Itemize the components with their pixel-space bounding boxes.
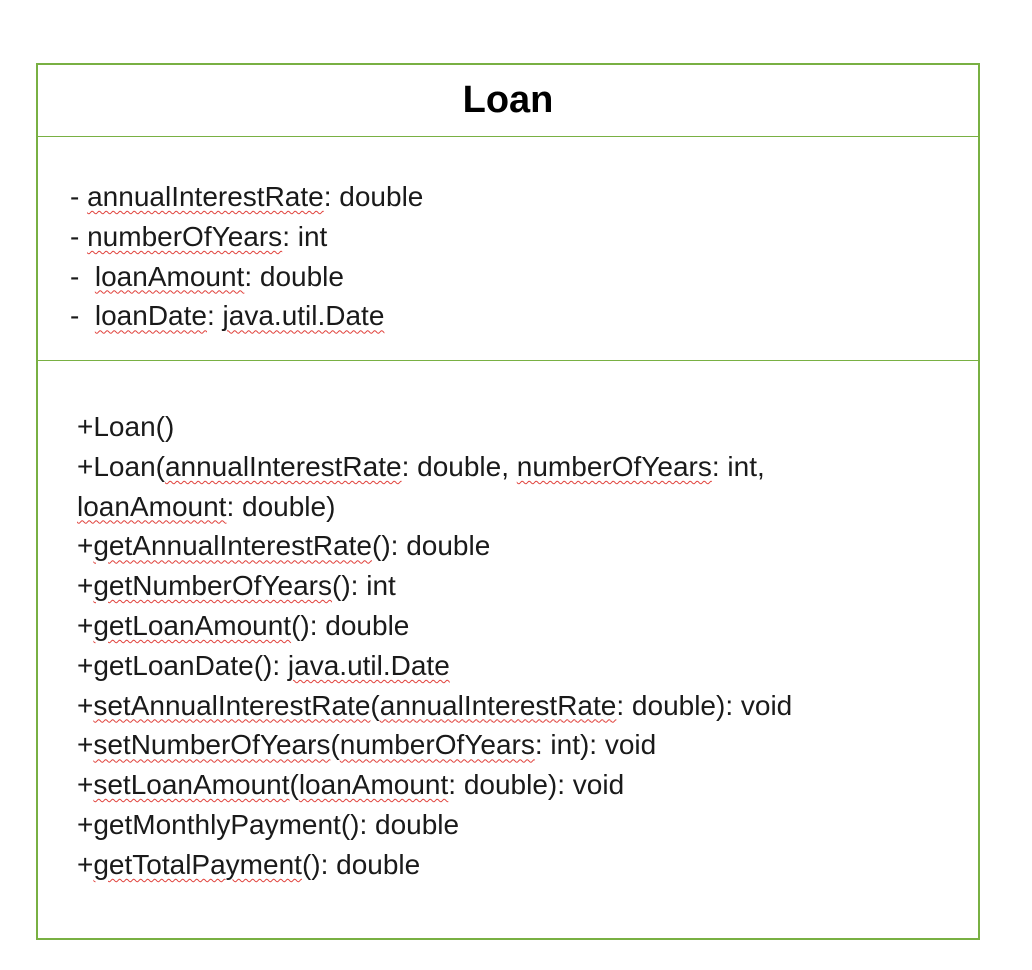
- attributes-section: - annualInterestRate: double- numberOfYe…: [38, 137, 978, 361]
- method-line: +getNumberOfYears(): int: [77, 566, 978, 606]
- spellcheck-word: getLoanAmount: [93, 609, 292, 641]
- method-line: +getLoanAmount(): double: [77, 606, 978, 646]
- attribute-line: - numberOfYears: int: [70, 217, 978, 257]
- text-segment: : double: [323, 181, 424, 212]
- text-segment: +: [77, 609, 94, 641]
- spellcheck-word: numberOfYears: [87, 220, 283, 252]
- method-line: +getTotalPayment(): double: [77, 845, 978, 885]
- text-segment: : double): void: [448, 769, 625, 801]
- attribute-line: - loanDate: java.util.Date: [70, 296, 978, 336]
- spellcheck-word: getTotalPayment: [93, 848, 302, 880]
- spellcheck-word: setNumberOfYears: [93, 729, 331, 761]
- text-segment: (: [370, 689, 380, 721]
- method-line: +Loan(annualInterestRate: double, number…: [77, 447, 978, 487]
- text-segment: -: [70, 300, 95, 332]
- attribute-line: - annualInterestRate: double: [70, 177, 978, 217]
- text-segment: +Loan(): [77, 411, 175, 442]
- spellcheck-word: setAnnualInterestRate: [93, 689, 371, 721]
- spellcheck-word: java.util.Date: [287, 649, 450, 681]
- spellcheck-word: java.util.Date: [222, 300, 385, 332]
- text-segment: +: [77, 729, 94, 761]
- text-segment: : int): void: [534, 729, 657, 761]
- spellcheck-word: loanAmount: [77, 490, 227, 522]
- text-segment: +: [77, 689, 94, 721]
- uml-class-box: Loan - annualInterestRate: double- numbe…: [36, 63, 980, 940]
- spellcheck-word: getAnnualInterestRate: [93, 530, 372, 562]
- method-line: +getMonthlyPayment(): double: [77, 805, 978, 845]
- text-segment: (): double: [372, 530, 491, 562]
- method-line: +getAnnualInterestRate(): double: [77, 526, 978, 566]
- spellcheck-word: annualInterestRate: [87, 181, 324, 212]
- text-segment: (): int: [332, 570, 396, 602]
- text-segment: -: [70, 220, 88, 252]
- method-line: +Loan(): [77, 407, 978, 447]
- class-name: Loan: [38, 65, 978, 137]
- text-segment: (: [289, 769, 299, 801]
- text-segment: : double): void: [616, 689, 793, 721]
- methods-section: +Loan()+Loan(annualInterestRate: double,…: [38, 361, 978, 885]
- text-segment: +getMonthlyPayment(): double: [77, 808, 460, 840]
- text-segment: (): double: [301, 848, 421, 880]
- method-line: +setNumberOfYears(numberOfYears: int): v…: [77, 725, 978, 765]
- text-segment: -: [70, 260, 95, 292]
- method-line: +getLoanDate(): java.util.Date: [77, 646, 978, 686]
- spellcheck-word: setLoanAmount: [93, 769, 290, 801]
- spellcheck-word: loanAmount: [94, 260, 245, 292]
- text-segment: :: [206, 300, 223, 332]
- spellcheck-word: annualInterestRate: [164, 450, 402, 482]
- method-line: loanAmount: double): [77, 487, 978, 527]
- spellcheck-word: numberOfYears: [339, 729, 535, 761]
- text-segment: : double): [226, 490, 336, 522]
- spellcheck-word: loanAmount: [298, 769, 449, 801]
- text-segment: : int,: [711, 450, 765, 482]
- text-segment: (): double: [291, 609, 410, 641]
- text-segment: +: [77, 570, 94, 602]
- spellcheck-word: getNumberOfYears: [93, 570, 333, 602]
- text-segment: +: [77, 769, 94, 801]
- text-segment: +: [77, 848, 94, 880]
- spellcheck-word: loanDate: [94, 300, 207, 332]
- method-line: +setLoanAmount(loanAmount: double): void: [77, 765, 978, 805]
- spellcheck-word: annualInterestRate: [379, 689, 617, 721]
- text-segment: : double: [244, 260, 344, 292]
- method-line: +setAnnualInterestRate(annualInterestRat…: [77, 686, 978, 726]
- attribute-line: - loanAmount: double: [70, 257, 978, 297]
- text-segment: +: [77, 530, 94, 562]
- text-segment: (: [330, 729, 340, 761]
- text-segment: : int: [282, 220, 328, 252]
- text-segment: -: [70, 181, 88, 212]
- text-segment: : double,: [401, 450, 517, 482]
- text-segment: +getLoanDate():: [77, 649, 288, 681]
- spellcheck-word: numberOfYears: [516, 450, 712, 482]
- text-segment: +Loan(: [77, 450, 165, 482]
